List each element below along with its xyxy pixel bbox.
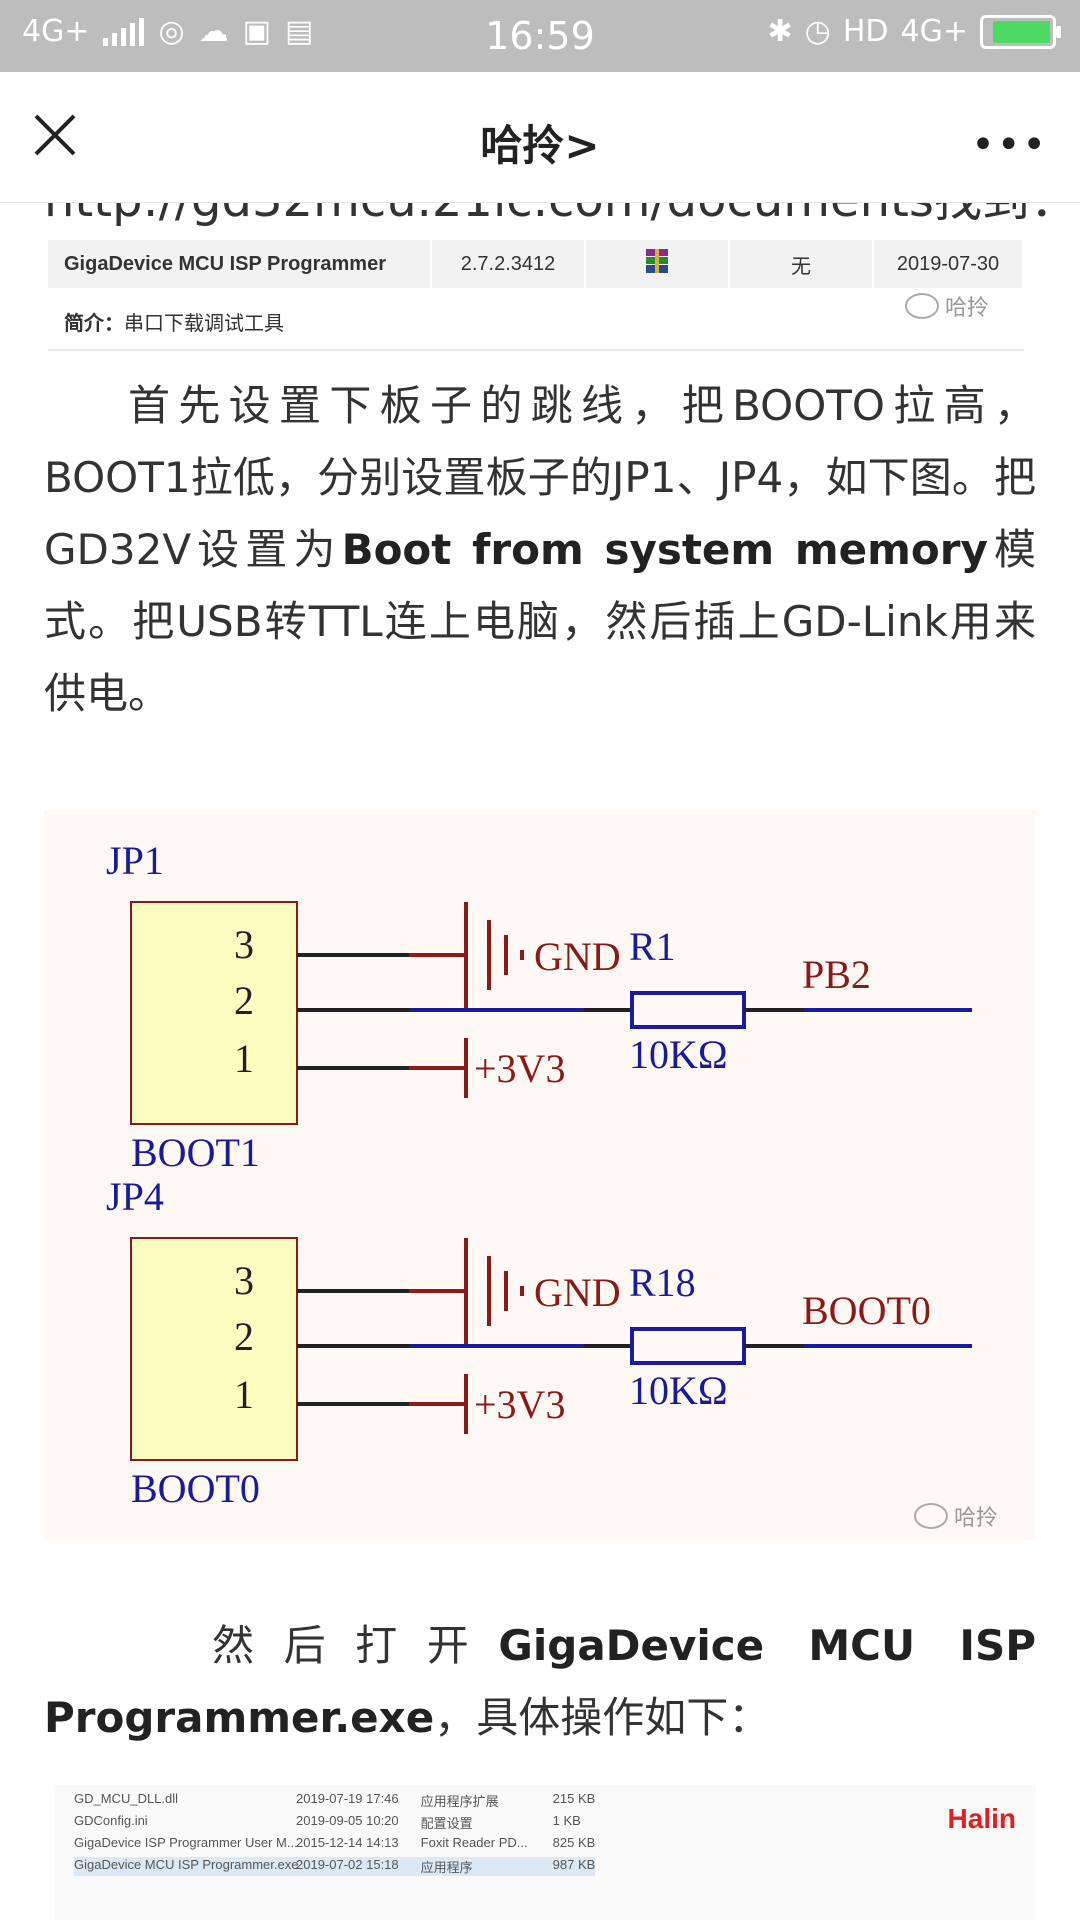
jp1-pin2: 2 (234, 978, 254, 1023)
jp1-pin1: 1 (234, 1036, 254, 1081)
article-content: http://gd32mcu.21ic.com/documents找到： Gig… (0, 160, 1080, 1920)
status-right: ✱ ◷ HD 4G+ (767, 14, 1061, 49)
status-bar: 4G+ ◎ ☁ ▣ ▤ 16:59 ✱ ◷ HD 4G+ (0, 0, 1080, 72)
nav-bar: 哈拎> ••• (0, 72, 1080, 203)
paragraph-1: 首先设置下板子的跳线，把BOOTO拉高，BOOT1拉低，分别设置板子的JP1、J… (44, 381, 1036, 718)
wechat-icon (905, 293, 939, 319)
jp4-gnd-label: GND (534, 1270, 621, 1315)
boot0-net-label: BOOT0 (802, 1288, 931, 1333)
signal-icon (103, 17, 145, 46)
battery-icon (980, 14, 1061, 49)
r18-resistor (630, 1327, 746, 1365)
network-type-left: 4G+ (22, 14, 90, 49)
hd-label: HD (842, 14, 889, 49)
r1-resistor (630, 991, 746, 1029)
close-icon[interactable] (30, 110, 80, 160)
schematic-svg: JP1 3 2 1 BOOT1 GND R1 10KΩ PB2 (106, 838, 972, 1511)
wechat-icon (914, 1503, 948, 1529)
r18-value: 10KΩ (629, 1368, 728, 1413)
bluetooth-icon: ✱ (767, 14, 793, 49)
para2-bold: GigaDevice MCU ISP Programmer.exe (44, 1621, 1036, 1742)
download-row[interactable]: GigaDevice MCU ISP Programmer 2.7.2.3412… (48, 240, 1024, 288)
jp4-connector (130, 1237, 298, 1461)
more-menu-button[interactable]: ••• (971, 122, 1048, 168)
r18-label: R18 (629, 1260, 696, 1305)
chevron-right-icon: > (564, 121, 600, 170)
notify-icon: ▣ (242, 14, 272, 49)
jp4-3v3-label: +3V3 (474, 1382, 565, 1427)
rar-archive-icon[interactable] (585, 240, 730, 288)
file-row: GigaDevice ISP Programmer User M...2015-… (74, 1835, 596, 1850)
alarm-icon: ◷ (804, 14, 831, 49)
jp4-pin3: 3 (234, 1258, 254, 1303)
download-name: GigaDevice MCU ISP Programmer (48, 240, 432, 288)
jp4-label: JP4 (106, 1174, 164, 1219)
schematic-image[interactable]: JP1 3 2 1 BOOT1 GND R1 10KΩ PB2 (44, 810, 1036, 1540)
jp1-pin3: 3 (234, 922, 254, 967)
jp1-label: JP1 (106, 838, 164, 883)
app-notification-icon: ◎ (158, 14, 185, 49)
r1-label: R1 (629, 924, 676, 969)
jp1-connector (130, 901, 298, 1125)
watermark: 哈拎 (905, 290, 989, 322)
download-note: 无 (729, 240, 874, 288)
download-date: 2019-07-30 (873, 240, 1024, 288)
schematic-watermark: 哈拎 (914, 1500, 998, 1532)
halin-logo: Halin (947, 1803, 1016, 1834)
desc-text: 串口下载调试工具 (124, 311, 284, 335)
jp1-gnd-label: GND (534, 934, 621, 979)
pb2-label: PB2 (802, 952, 871, 997)
r1-value: 10KΩ (629, 1032, 728, 1077)
clock: 16:59 (485, 14, 595, 58)
download-description: 简介：串口下载调试工具 (48, 295, 1024, 351)
download-version: 2.7.2.3412 (431, 240, 586, 288)
status-left: 4G+ ◎ ☁ ▣ ▤ (22, 14, 313, 49)
desc-label: 简介： (64, 311, 124, 335)
boot0-label: BOOT0 (131, 1466, 260, 1511)
download-table: GigaDevice MCU ISP Programmer 2.7.2.3412… (48, 240, 1024, 288)
cloud-icon: ☁ (198, 14, 229, 49)
account-title-button[interactable]: 哈拎> (0, 112, 1080, 173)
account-name: 哈拎 (480, 121, 565, 170)
sim-icon: ▤ (285, 14, 314, 49)
network-type-right: 4G+ (900, 14, 968, 49)
paragraph-2: 然后打开GigaDevice MCU ISP Programmer.exe，具体… (44, 1621, 1036, 1742)
para1-bold: Boot from system memory (341, 525, 988, 574)
jp4-pin2: 2 (234, 1314, 254, 1359)
jp1-3v3-label: +3V3 (474, 1046, 565, 1091)
jp4-pin1: 1 (234, 1372, 254, 1417)
boot1-label: BOOT1 (131, 1130, 260, 1175)
